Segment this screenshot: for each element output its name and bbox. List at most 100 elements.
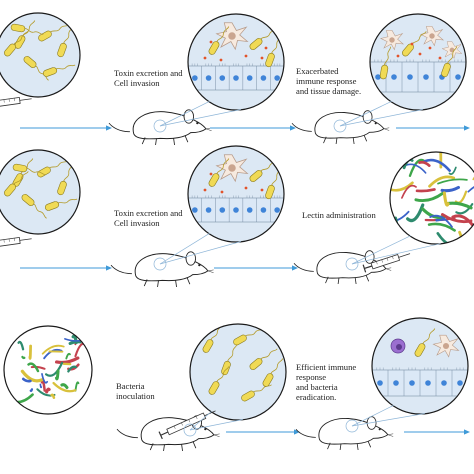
protein-strand	[436, 232, 462, 244]
bacterium	[38, 24, 69, 42]
bacterium-flagellum	[31, 202, 47, 219]
mouse-tail	[108, 122, 130, 133]
row-2-zoom-circle-invasion	[187, 145, 285, 243]
toxin-particle	[244, 54, 248, 58]
protein-strand	[415, 188, 436, 193]
cell-nucleus	[246, 207, 253, 213]
protein-strand	[435, 218, 446, 222]
flow-arrow	[20, 265, 112, 271]
syringe-barrel	[0, 236, 21, 248]
macrophage	[432, 334, 460, 358]
mouse-eye	[374, 122, 377, 125]
callout-target	[183, 423, 197, 437]
mouse	[293, 250, 392, 285]
zoom-callout	[153, 101, 241, 133]
cell-nucleus	[274, 75, 280, 81]
cell-nucleus	[260, 207, 267, 213]
toxin-particle	[244, 186, 248, 190]
lectin-protein-structure	[390, 152, 474, 244]
protein-strand	[21, 377, 32, 383]
bacterium-body	[379, 64, 389, 80]
mouse-whiskers	[383, 127, 390, 131]
bacterium	[441, 46, 458, 78]
bacterium	[21, 194, 47, 219]
mouse-tail	[110, 264, 132, 275]
syringe-tick	[392, 256, 394, 260]
protein-strand	[45, 387, 51, 394]
protein-strand	[423, 158, 451, 172]
protein-strand	[451, 214, 474, 228]
protein-strand	[21, 355, 26, 360]
bacterium-body	[441, 62, 451, 78]
toxin-particle	[418, 52, 422, 56]
mouse-body	[318, 418, 389, 445]
mouse-whiskers	[385, 267, 392, 271]
callout-line	[159, 101, 210, 127]
bacterium-body	[10, 23, 26, 33]
callout-line	[351, 405, 394, 427]
mouse-tail	[291, 123, 312, 132]
bacterium-flagellum	[20, 158, 34, 176]
syringe-plunger-head	[158, 431, 163, 440]
bacterium-flagellum	[410, 31, 427, 47]
cell-nucleus	[441, 380, 447, 386]
syringe	[0, 96, 32, 108]
cell-nucleus	[233, 207, 239, 213]
arrow-head	[106, 265, 112, 271]
row-2-zoom-circle-bacteria	[0, 149, 81, 235]
zoom-circle-content	[370, 26, 466, 93]
protein-strand	[20, 369, 44, 383]
bacterium-flagellum	[227, 344, 238, 364]
bacterium-body	[42, 67, 58, 77]
bacterium	[10, 23, 44, 35]
bacterium-body	[249, 358, 263, 370]
syringe-tick	[386, 257, 389, 261]
callout-line	[351, 243, 441, 265]
bacterium-flagellum	[47, 160, 68, 170]
bacterium-body	[4, 43, 16, 57]
zoom-callout	[333, 101, 423, 133]
zoom-circle-content	[372, 328, 468, 397]
cell-nucleus	[409, 380, 415, 386]
zoom-circle-content	[390, 152, 474, 244]
syringe-barrel	[0, 96, 21, 108]
bacterium	[12, 163, 46, 175]
row-3-zoom-circle-lectin	[3, 325, 93, 415]
zoom-circle-content	[4, 20, 76, 81]
mouse-body	[314, 112, 385, 139]
cell-nucleus	[192, 207, 198, 213]
bacterium-body	[12, 163, 28, 173]
row-1-zoom-circle-tissue-damage	[369, 13, 467, 111]
bacterium-body	[208, 173, 220, 187]
arrow-head	[292, 265, 298, 271]
protein-strand	[41, 373, 49, 384]
syringe-tick	[376, 261, 378, 265]
protein-strand	[440, 213, 473, 224]
bacterium	[23, 56, 49, 81]
mouse-whiskers	[213, 433, 220, 437]
zoom-circle-rim	[189, 323, 287, 421]
bacterium	[414, 328, 436, 357]
toxin-particle	[209, 40, 213, 44]
protein-strand	[29, 388, 34, 392]
flow-arrow	[226, 429, 300, 435]
row-2-zoom-circle-lectin	[389, 151, 474, 245]
macrophage-nucleus	[389, 37, 395, 43]
macrophage	[419, 26, 445, 47]
macrophage	[215, 22, 249, 51]
syringe	[362, 253, 411, 273]
bacterium-body	[208, 381, 220, 395]
bacterium-flagellum	[56, 198, 78, 205]
zoom-circle-content	[4, 326, 92, 414]
zoom-circle-rim	[0, 12, 81, 98]
bacterium-flagellum	[33, 64, 49, 81]
bacterium-flagellum	[259, 348, 278, 361]
protein-strand	[52, 381, 77, 393]
protein-strand	[54, 369, 60, 381]
bacterium	[208, 366, 230, 395]
macrophage-nucleus	[228, 32, 236, 40]
protein-strand	[60, 383, 69, 390]
callout-line	[159, 233, 210, 265]
callout-line	[189, 411, 212, 431]
mouse-whiskers	[387, 433, 394, 437]
